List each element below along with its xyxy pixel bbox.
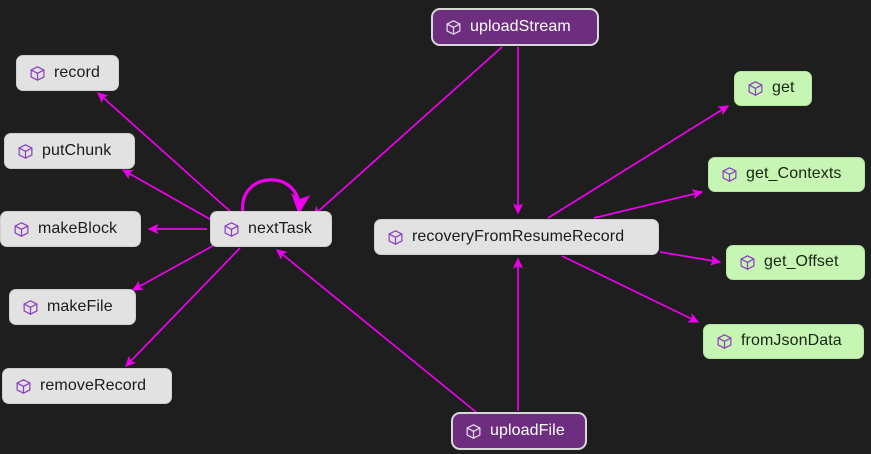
- graph-edge: [131, 242, 219, 291]
- graph-node-label: record: [54, 63, 100, 81]
- cube-icon: [17, 143, 34, 160]
- graph-node-label: recoveryFromResumeRecord: [412, 227, 625, 245]
- graph-node-label: uploadFile: [490, 421, 565, 439]
- graph-node-nextTask[interactable]: nextTask: [210, 211, 332, 247]
- graph-node-makeBlock[interactable]: makeBlock: [0, 211, 141, 247]
- graph-node-record[interactable]: record: [16, 55, 119, 91]
- cube-icon: [223, 221, 240, 238]
- graph-node-removeRecord[interactable]: removeRecord: [2, 368, 172, 404]
- cube-icon: [15, 378, 32, 395]
- graph-edge: [241, 178, 311, 215]
- cube-icon: [29, 65, 46, 82]
- graph-edge: [561, 255, 700, 323]
- cube-icon: [13, 221, 30, 238]
- graph-node-label: get_Contexts: [746, 165, 842, 182]
- graph-node-label: putChunk: [42, 141, 112, 159]
- graph-node-label: nextTask: [248, 219, 312, 237]
- graph-node-label: uploadStream: [470, 17, 571, 35]
- graph-edge: [275, 249, 477, 413]
- graph-node-recoveryFromResumeRecord[interactable]: recoveryFromResumeRecord: [374, 219, 659, 255]
- graph-node-uploadFile[interactable]: uploadFile: [451, 412, 587, 450]
- graph-node-label: makeBlock: [38, 219, 118, 237]
- cube-icon: [747, 80, 764, 97]
- graph-edge: [547, 105, 730, 219]
- graph-node-uploadStream[interactable]: uploadStream: [431, 8, 599, 46]
- graph-node-get_Contexts[interactable]: get_Contexts: [708, 157, 865, 192]
- cube-icon: [22, 299, 39, 316]
- graph-node-label: get_Offset: [764, 253, 839, 270]
- graph-node-get[interactable]: get: [734, 71, 812, 106]
- graph-node-makeFile[interactable]: makeFile: [9, 289, 136, 325]
- cube-icon: [465, 423, 482, 440]
- cube-icon: [445, 19, 462, 36]
- graph-node-label: get: [772, 79, 795, 96]
- graph-edge: [593, 189, 704, 219]
- graph-edge: [659, 251, 722, 266]
- cube-icon: [739, 254, 756, 271]
- graph-edge: [125, 247, 241, 367]
- graph-node-label: fromJsonData: [741, 332, 842, 349]
- graph-node-get_Offset[interactable]: get_Offset: [726, 245, 865, 280]
- cube-icon: [387, 229, 404, 246]
- cube-icon: [716, 333, 733, 350]
- graph-node-label: removeRecord: [40, 376, 147, 394]
- graph-edge: [311, 46, 503, 217]
- graph-node-fromJsonData[interactable]: fromJsonData: [703, 324, 864, 359]
- graph-node-putChunk[interactable]: putChunk: [4, 133, 135, 169]
- cube-icon: [721, 166, 738, 183]
- graph-node-label: makeFile: [47, 297, 113, 315]
